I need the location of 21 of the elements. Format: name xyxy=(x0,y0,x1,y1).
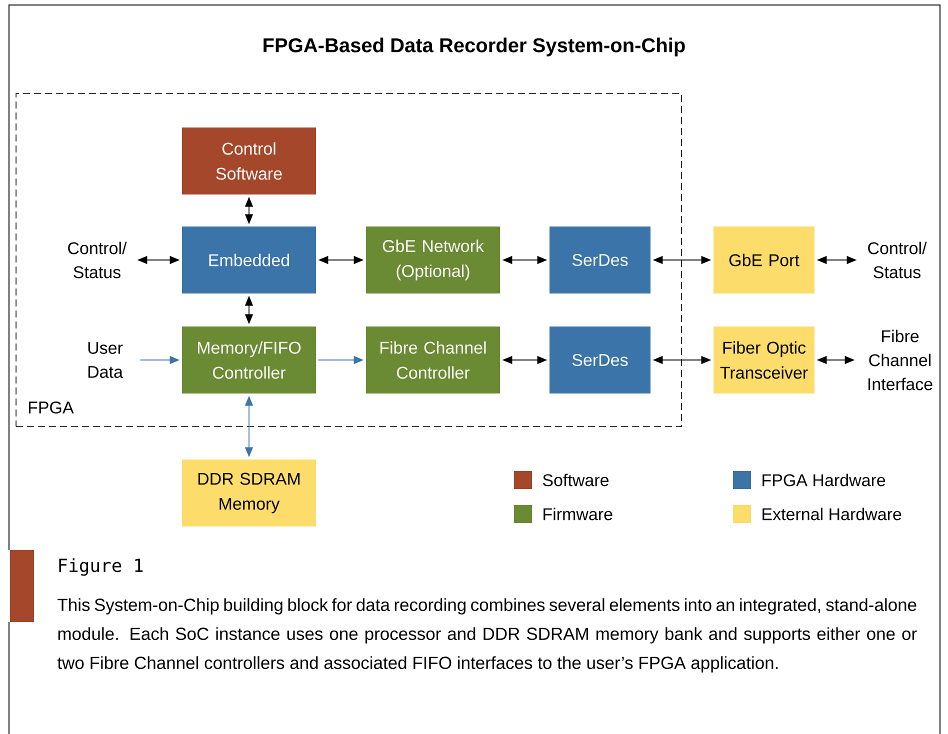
block-box: DDR SDRAM Memory xyxy=(182,460,316,526)
block-box: SerDes xyxy=(550,226,650,294)
block-box: Fibre Channel Controller xyxy=(366,326,500,394)
legend-label: External Hardware xyxy=(762,508,902,520)
signal-label: Control/ Status xyxy=(68,242,127,278)
title: FPGA-Based Data Recorder System-on-Chip xyxy=(264,38,685,56)
legend-label: FPGA Hardware xyxy=(762,474,886,486)
block-box: Embedded xyxy=(182,226,316,294)
block-box: GbE Network (Optional) xyxy=(366,226,500,294)
block-box: Control Software xyxy=(182,128,316,194)
figure-label: Figure 1 xyxy=(59,558,143,576)
legend-label: Firmware xyxy=(544,508,612,520)
block-box: Fiber Optic Transceiver xyxy=(714,326,814,394)
signal-label: User Data xyxy=(88,342,123,378)
block-box: Memory/FIFO Controller xyxy=(182,326,316,394)
signal-label: Control/ Status xyxy=(868,242,927,278)
caption: This System-on-Chip building block for data recording combines several elements into an integrated, stand-alone module. Each SoC instance uses one processor and DDR SDRAM memory bank and supports either one or two Fibre Channel controllers and associated FIFO interfaces to the user’s FPGA application. xyxy=(57,598,917,673)
signal-label: Fibre Channel Interface xyxy=(868,330,932,390)
block-box: GbE Port xyxy=(714,226,814,294)
block-box: SerDes xyxy=(550,326,650,394)
legend-label: Software xyxy=(542,474,609,486)
